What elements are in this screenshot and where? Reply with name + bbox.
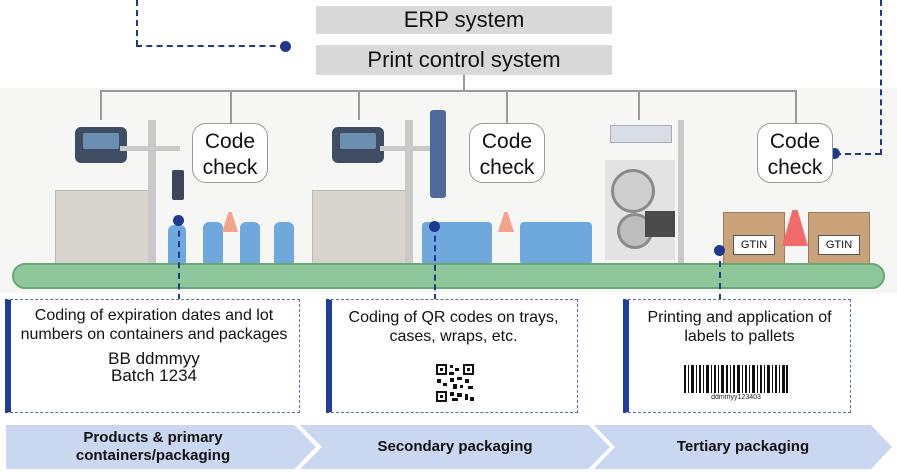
- code-check-line2: check: [202, 156, 258, 179]
- carton-box: GTIN: [723, 212, 785, 266]
- gtin-label: GTIN: [818, 235, 860, 255]
- connector-dot: [280, 41, 291, 52]
- gtin-label: GTIN: [733, 235, 775, 255]
- network-drop: [230, 90, 232, 125]
- printer-cabinet: [55, 190, 152, 268]
- gtin-label-text: GTIN: [825, 239, 853, 251]
- stage-label-secondary: Secondary packaging: [377, 438, 533, 455]
- gtin-label-text: GTIN: [740, 239, 768, 251]
- carton-box: GTIN: [808, 212, 870, 266]
- erp-link-right-horizontal: [835, 153, 881, 155]
- printer-controller-icon: [75, 127, 127, 163]
- bottle-icon: [240, 222, 260, 265]
- stage-label-tertiary: Tertiary packaging: [676, 438, 810, 455]
- bottle-icon: [274, 222, 294, 265]
- conveyor-belt: [12, 263, 885, 289]
- connector-dot: [429, 221, 440, 232]
- stage-label-primary-line1: Products & primary: [83, 429, 223, 446]
- network-drop: [506, 90, 508, 125]
- erp-link-right-vertical: [880, 0, 882, 155]
- erp-system-label: ERP system: [403, 7, 525, 32]
- bottle-icon: [203, 222, 223, 265]
- erp-link-left-horizontal: [136, 45, 286, 47]
- primary-code-line1: BB ddmmyy: [108, 349, 200, 368]
- print-head-arm: [120, 146, 180, 151]
- network-stem: [463, 75, 465, 91]
- erp-link-left-vertical: [136, 0, 138, 46]
- stage-arrow-tertiary: Tertiary packaging: [594, 425, 892, 469]
- label-applicator-post: [678, 120, 684, 265]
- network-bus-line: [100, 90, 796, 92]
- primary-coding-panel: Coding of expiration dates and lot numbe…: [5, 299, 300, 413]
- network-drop: [100, 90, 102, 120]
- print-control-system-label: Print control system: [367, 47, 561, 72]
- primary-coding-description: Coding of expiration dates and lot numbe…: [20, 307, 288, 343]
- tertiary-labeling-description: Printing and application of labels to pa…: [647, 309, 832, 345]
- network-drop: [358, 90, 360, 120]
- stage-label-primary-line2: containers/packaging: [75, 447, 231, 464]
- print-head-icon: [172, 170, 184, 200]
- printer-controller-icon: [332, 127, 384, 163]
- primary-code-line2: Batch 1234: [110, 366, 197, 385]
- barcode-icon: [684, 365, 788, 393]
- secondary-coding-panel: Coding of QR codes on trays, cases, wrap…: [326, 299, 578, 413]
- connector-dot: [173, 215, 184, 226]
- network-drop: [795, 90, 797, 125]
- laser-head-icon: [430, 110, 446, 198]
- code-check-line1: Code: [204, 130, 256, 153]
- bottle-tray-icon: [520, 222, 592, 265]
- code-check-box: Code check: [192, 123, 268, 183]
- network-drop: [638, 90, 640, 120]
- code-check-line1: Code: [769, 130, 821, 153]
- label-applicator-icon: [605, 125, 675, 260]
- bottle-icon: [168, 225, 186, 265]
- stage-arrow-secondary: Secondary packaging: [300, 425, 610, 469]
- erp-system-box: ERP system: [316, 6, 612, 34]
- secondary-coding-description: Coding of QR codes on trays, cases, wrap…: [348, 309, 559, 345]
- qr-code-icon: [435, 363, 475, 403]
- print-head-stand: [148, 120, 156, 265]
- tertiary-labeling-panel: Printing and application of labels to pa…: [623, 299, 851, 413]
- code-check-box: Code check: [469, 123, 545, 183]
- print-control-system-box: Print control system: [316, 45, 612, 75]
- code-check-line2: check: [767, 156, 823, 179]
- print-head-stand: [405, 120, 413, 265]
- leader-line: [434, 226, 436, 300]
- code-check-line2: check: [479, 156, 535, 179]
- leader-line: [178, 220, 180, 300]
- print-head-arm: [380, 146, 440, 151]
- code-check-box: Code check: [757, 123, 833, 183]
- stage-arrow-primary: Products & primary containers/packaging: [6, 425, 316, 469]
- connector-dot: [714, 245, 725, 256]
- connector-dot: [829, 148, 840, 159]
- code-check-line1: Code: [481, 130, 533, 153]
- printer-cabinet: [312, 190, 409, 268]
- leader-line: [719, 250, 721, 300]
- barcode-caption: ddmmyy123403: [711, 394, 761, 401]
